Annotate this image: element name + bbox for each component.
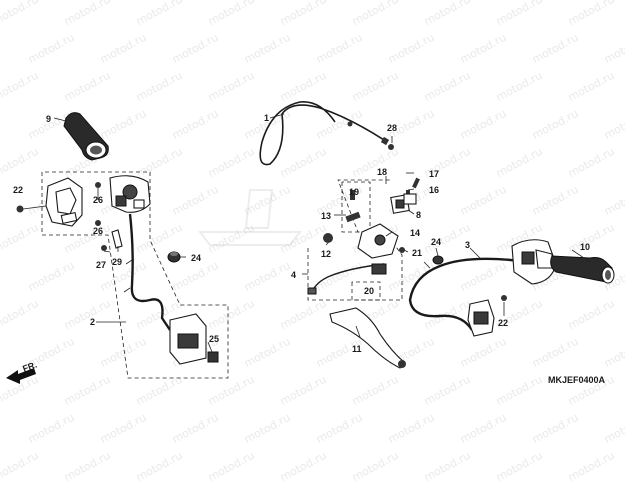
subgroup-20-dashed [351,281,381,301]
callout-26-b: 26 [93,226,103,236]
clutch-perch [357,194,410,259]
connector-left [169,313,219,365]
callout-1: 1 [264,113,269,123]
callout-14: 14 [410,228,420,238]
callout-8: 8 [416,210,421,220]
callout-3: 3 [465,240,470,250]
clip-29 [111,229,123,249]
throttle-cable [259,101,385,166]
clutch-switch-cable [307,263,387,295]
callout-19: 19 [349,187,359,197]
grommet-24-left [167,251,181,263]
callout-24-left: 24 [191,253,201,263]
callout-24-right: 24 [431,237,441,247]
left-switch-dashed-group [41,171,229,379]
right-switch-housing [511,239,557,285]
callout-26-a: 26 [93,195,103,205]
left-grip [63,112,109,161]
right-harness [408,257,529,331]
callout-10: 10 [580,242,590,252]
left-harness [128,213,171,331]
diagram-svg: FR. 9 1 28 22 26 26 27 29 24 2 25 19 18 … [6,101,615,384]
callout-27: 27 [96,260,106,270]
diagram-code: MKJEF0400A [548,375,606,385]
callout-22-left: 22 [13,185,23,195]
callout-12: 12 [321,249,331,259]
callout-4: 4 [291,270,296,280]
callout-18: 18 [377,167,387,177]
callout-17: 17 [429,169,439,179]
callout-16: 16 [429,185,439,195]
left-switch-housing [45,175,151,227]
right-connector [467,299,495,337]
small-parts-center [323,177,420,253]
callout-28: 28 [387,123,397,133]
callout-11: 11 [352,344,362,354]
clutch-lever [329,307,406,369]
callout-2: 2 [90,317,95,327]
screw-22-left [16,205,47,213]
leader-lines [96,113,591,353]
callout-9: 9 [46,114,51,124]
front-direction-arrow [6,368,36,384]
callout-labels: 9 1 28 22 26 26 27 29 24 2 25 19 18 17 1… [13,113,590,354]
screw-27 [101,245,107,251]
watermark-logo [197,189,303,246]
callout-25: 25 [209,334,219,344]
grommet-24-right [432,255,444,265]
callout-20: 20 [364,286,374,296]
callout-29: 29 [112,257,122,267]
callout-21: 21 [412,248,422,258]
callout-13: 13 [321,211,331,221]
right-grip [550,255,615,284]
screw-26-a [95,182,101,188]
callout-22-right: 22 [498,318,508,328]
screw-22-right [501,295,507,301]
bolt-28 [388,144,394,150]
direction-label: FR. [21,360,38,374]
